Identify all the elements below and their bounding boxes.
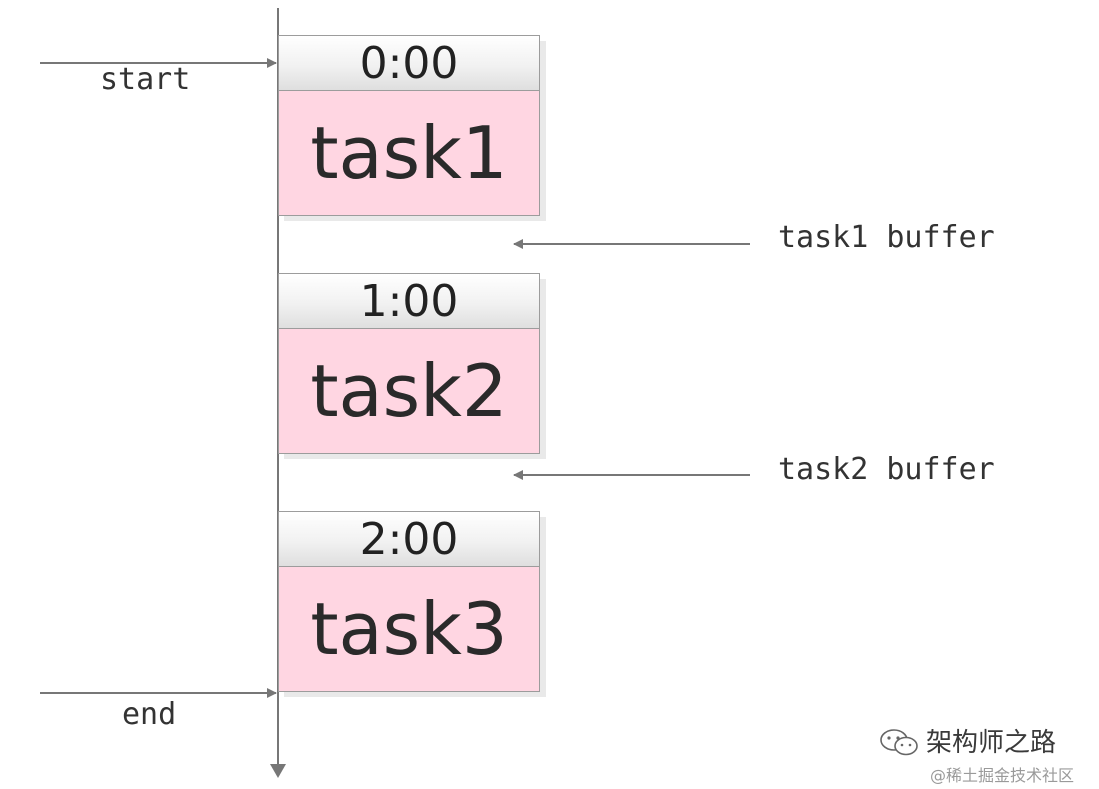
task-name-1: task1 (278, 90, 540, 216)
task-block-3: 2:00 task3 (278, 511, 540, 692)
task-time-3: 2:00 (278, 511, 540, 567)
task-time-2: 1:00 (278, 273, 540, 329)
watermark-title: 架构师之路 (926, 728, 1057, 758)
task-block-1: 0:00 task1 (278, 35, 540, 216)
buffer1-label: task1 buffer (778, 220, 995, 255)
timeline-axis-arrow-icon (270, 764, 286, 778)
task-time-1: 0:00 (278, 35, 540, 91)
buffer2-label: task2 buffer (778, 452, 995, 487)
task-block-2: 1:00 task2 (278, 273, 540, 454)
task-name-2: task2 (278, 328, 540, 454)
start-label: start (100, 62, 191, 97)
end-label: end (122, 697, 177, 732)
wechat-icon (880, 729, 918, 756)
watermark-source: @稀土掘金技术社区 (930, 766, 1075, 785)
task-name-3: task3 (278, 566, 540, 692)
